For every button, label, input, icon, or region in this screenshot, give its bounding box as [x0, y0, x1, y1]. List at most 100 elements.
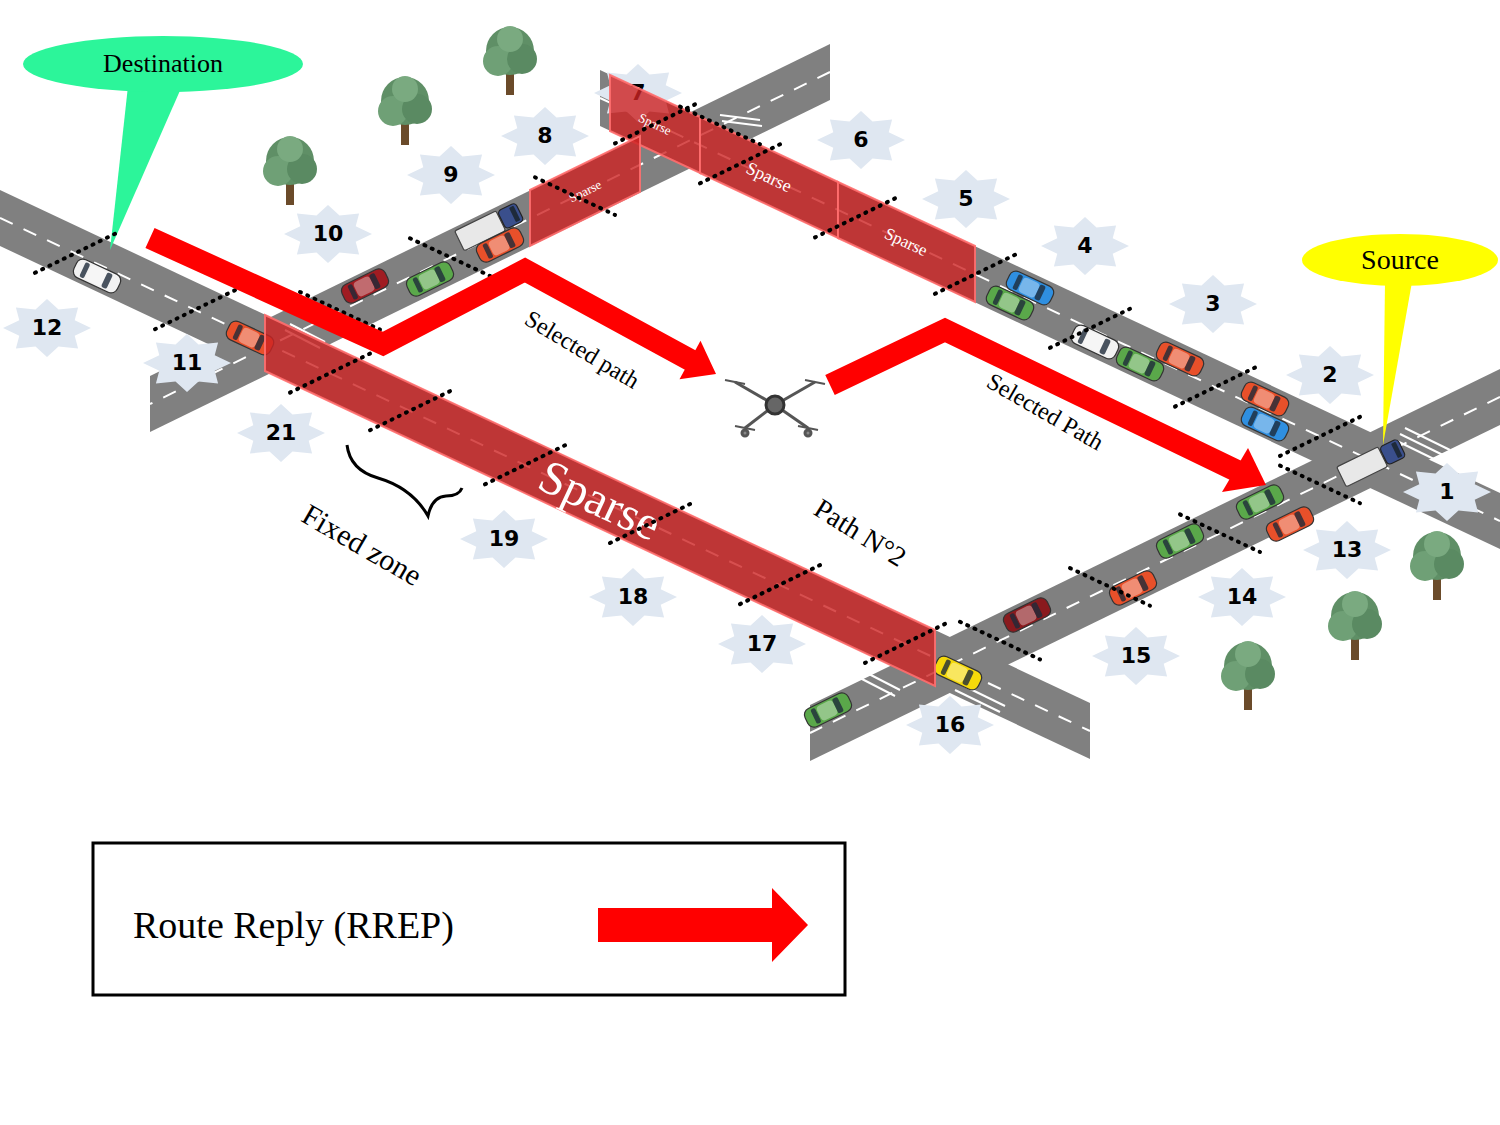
star-shape: [921, 169, 1011, 229]
zone-label: Fixed zone: [296, 497, 428, 593]
zone-number-star: 13: [1302, 520, 1392, 580]
star-shape: [283, 204, 373, 264]
band-shape: [700, 117, 838, 238]
star-outline: [1169, 275, 1257, 333]
callout-number: 14: [1227, 585, 1258, 609]
zone-number-star: 11: [142, 333, 232, 393]
zone-number-star: 10: [283, 204, 373, 264]
car: [1239, 405, 1291, 443]
arrow-head: [680, 341, 717, 380]
star-shape: [459, 509, 549, 569]
star-outline: [1286, 346, 1374, 404]
crosswalks: [285, 115, 1450, 712]
arrow-head: [1222, 448, 1266, 492]
legend-frame: [93, 843, 845, 995]
star-shape: [1402, 462, 1492, 522]
zone-number-star: 21: [236, 403, 326, 463]
truck: [1337, 438, 1407, 487]
star-outline: [1041, 217, 1129, 275]
callout-number: 19: [489, 527, 520, 551]
rrep-arrow: [830, 330, 1237, 471]
callout-text: Destination: [103, 50, 223, 79]
zone-label: Sparse: [882, 225, 930, 260]
callout-number: 18: [618, 585, 649, 609]
star-shape: [1091, 626, 1181, 686]
zone-label: Sparse: [637, 111, 674, 137]
sparse-zone-band: Sparse: [700, 117, 838, 238]
star-shape: [905, 695, 995, 755]
ellipse-shape: [23, 36, 303, 92]
star-outline: [460, 510, 548, 568]
callout-number: 21: [266, 421, 297, 445]
callout-number: 9: [443, 163, 458, 187]
callout-number: 10: [313, 222, 344, 246]
rrep-arrow: [150, 238, 692, 361]
zone-number-star: 14: [1197, 567, 1287, 627]
star-outline: [1198, 568, 1286, 626]
star-outline: [906, 696, 994, 754]
sparse-zone-band: Sparse: [838, 182, 975, 302]
callout-number: 6: [853, 128, 868, 152]
tree: [263, 136, 317, 205]
zone-number-star: 18: [588, 567, 678, 627]
tree: [1328, 591, 1382, 660]
sparse-zone-band: Sparse: [610, 75, 700, 173]
zone-number-star: 15: [1091, 626, 1181, 686]
star-shape: [593, 63, 683, 123]
star-outline: [284, 205, 372, 263]
callout-number: 4: [1077, 234, 1092, 258]
star-outline: [237, 404, 325, 462]
zone-number-star: 8: [500, 106, 590, 166]
callout-number: 16: [935, 713, 966, 737]
band-outline: [700, 117, 838, 238]
zone-label: Sparse: [532, 451, 668, 549]
star-outline: [501, 107, 589, 165]
zone-number-star: 1: [1402, 462, 1492, 522]
star-shape: [2, 298, 92, 358]
callout-number: 11: [172, 351, 203, 375]
zone-brace: [347, 445, 462, 516]
band-outline: [610, 75, 700, 173]
car: [404, 259, 456, 298]
band-shape: [265, 315, 935, 686]
car: [339, 266, 391, 305]
roads: [0, 44, 1500, 761]
tree: [1410, 531, 1464, 600]
zone-number-star: 17: [717, 614, 807, 674]
star-shape: [1285, 345, 1375, 405]
star-shape: [142, 333, 232, 393]
callout-number: 12: [32, 316, 63, 340]
band-outline: [530, 136, 640, 246]
tree: [1221, 641, 1275, 710]
star-outline: [1403, 463, 1491, 521]
callout-ellipse: [23, 36, 303, 92]
trees: [263, 26, 1464, 710]
band-shape: [610, 75, 700, 173]
band-outline: [265, 315, 935, 686]
callout-number: 2: [1322, 363, 1337, 387]
star-outline: [594, 64, 682, 122]
star-outline: [817, 111, 905, 169]
sparse-zone-band: Sparse: [530, 136, 640, 246]
callout-number: 3: [1205, 292, 1220, 316]
callout-number: 1: [1439, 480, 1454, 504]
star-shape: [717, 614, 807, 674]
band-shape: [838, 182, 975, 302]
star-outline: [718, 615, 806, 673]
star-outline: [589, 568, 677, 626]
callout-number: 5: [958, 187, 973, 211]
star-shape: [1197, 567, 1287, 627]
tree: [378, 76, 432, 145]
zone-number-star: 7: [593, 63, 683, 123]
star-outline: [922, 170, 1010, 228]
star-shape: [1040, 216, 1130, 276]
callout-text: Source: [1361, 245, 1439, 276]
car: [71, 257, 123, 295]
callout-tails: [110, 86, 1412, 445]
lane-markings: [0, 72, 1500, 733]
zone-number-star: 12: [2, 298, 92, 358]
